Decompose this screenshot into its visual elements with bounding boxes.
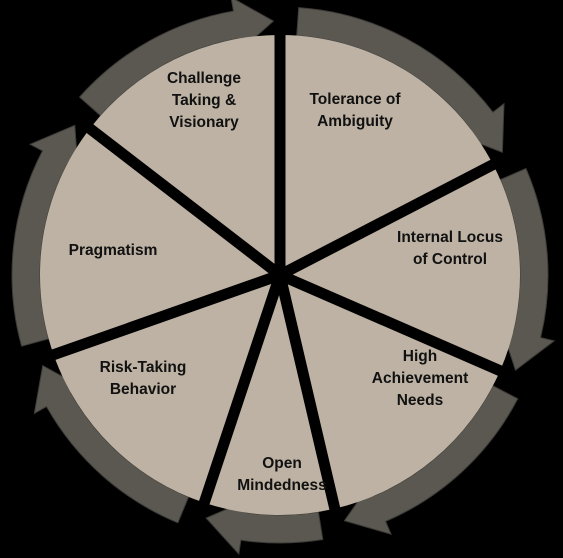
segment-label-pragmatism: Pragmatism: [69, 242, 158, 259]
segment-label-line: Behavior: [110, 381, 176, 398]
segment-label-line: Open: [262, 455, 302, 472]
segment-tolerance-of-ambiguity: [280, 164, 521, 371]
segment-divider: [274, 273, 348, 542]
cycle-arrow: [343, 385, 519, 535]
trait-segments: [40, 35, 521, 516]
segment-divider: [21, 269, 282, 371]
segment-divider: [277, 144, 525, 280]
cycle-arrow: [296, 7, 505, 153]
segment-label-line: Internal Locus: [397, 229, 503, 246]
segment-label-line: of Control: [413, 251, 487, 268]
segment-divider: [188, 273, 286, 535]
segment-label-line: Pragmatism: [69, 242, 158, 259]
segment-label-internal-locus-of-control: Internal Locus of Control: [397, 229, 503, 268]
segment-divider: [277, 269, 532, 389]
segment-label-line: Tolerance of: [309, 91, 401, 108]
segment-label-line: Achievement: [372, 370, 468, 387]
segment-label-tolerance-of-ambiguity: Tolerance of Ambiguity: [309, 91, 401, 130]
segment-label-line: Visionary: [169, 114, 239, 131]
segment-open-mindedness: [53, 275, 280, 503]
segment-risk-taking-behavior: [40, 128, 281, 355]
segment-label-line: Mindedness: [237, 477, 327, 494]
segment-label-line: Needs: [397, 392, 444, 409]
segment-label-line: High: [403, 348, 437, 365]
segment-high-achievement-needs: [204, 275, 335, 516]
segment-label-line: Risk-Taking: [100, 359, 187, 376]
segment-label-line: Challenge: [167, 70, 241, 87]
segment-label-line: Taking &: [172, 92, 236, 109]
segment-divider: [61, 104, 284, 280]
segment-pragmatism: [89, 35, 280, 275]
segment-label-line: Ambiguity: [317, 113, 393, 130]
segment-dividers: [21, 3, 532, 542]
cycle-arrow: [33, 364, 190, 524]
segment-internal-locus-of-control: [280, 275, 501, 509]
segment-challenge-taking: [280, 35, 494, 275]
